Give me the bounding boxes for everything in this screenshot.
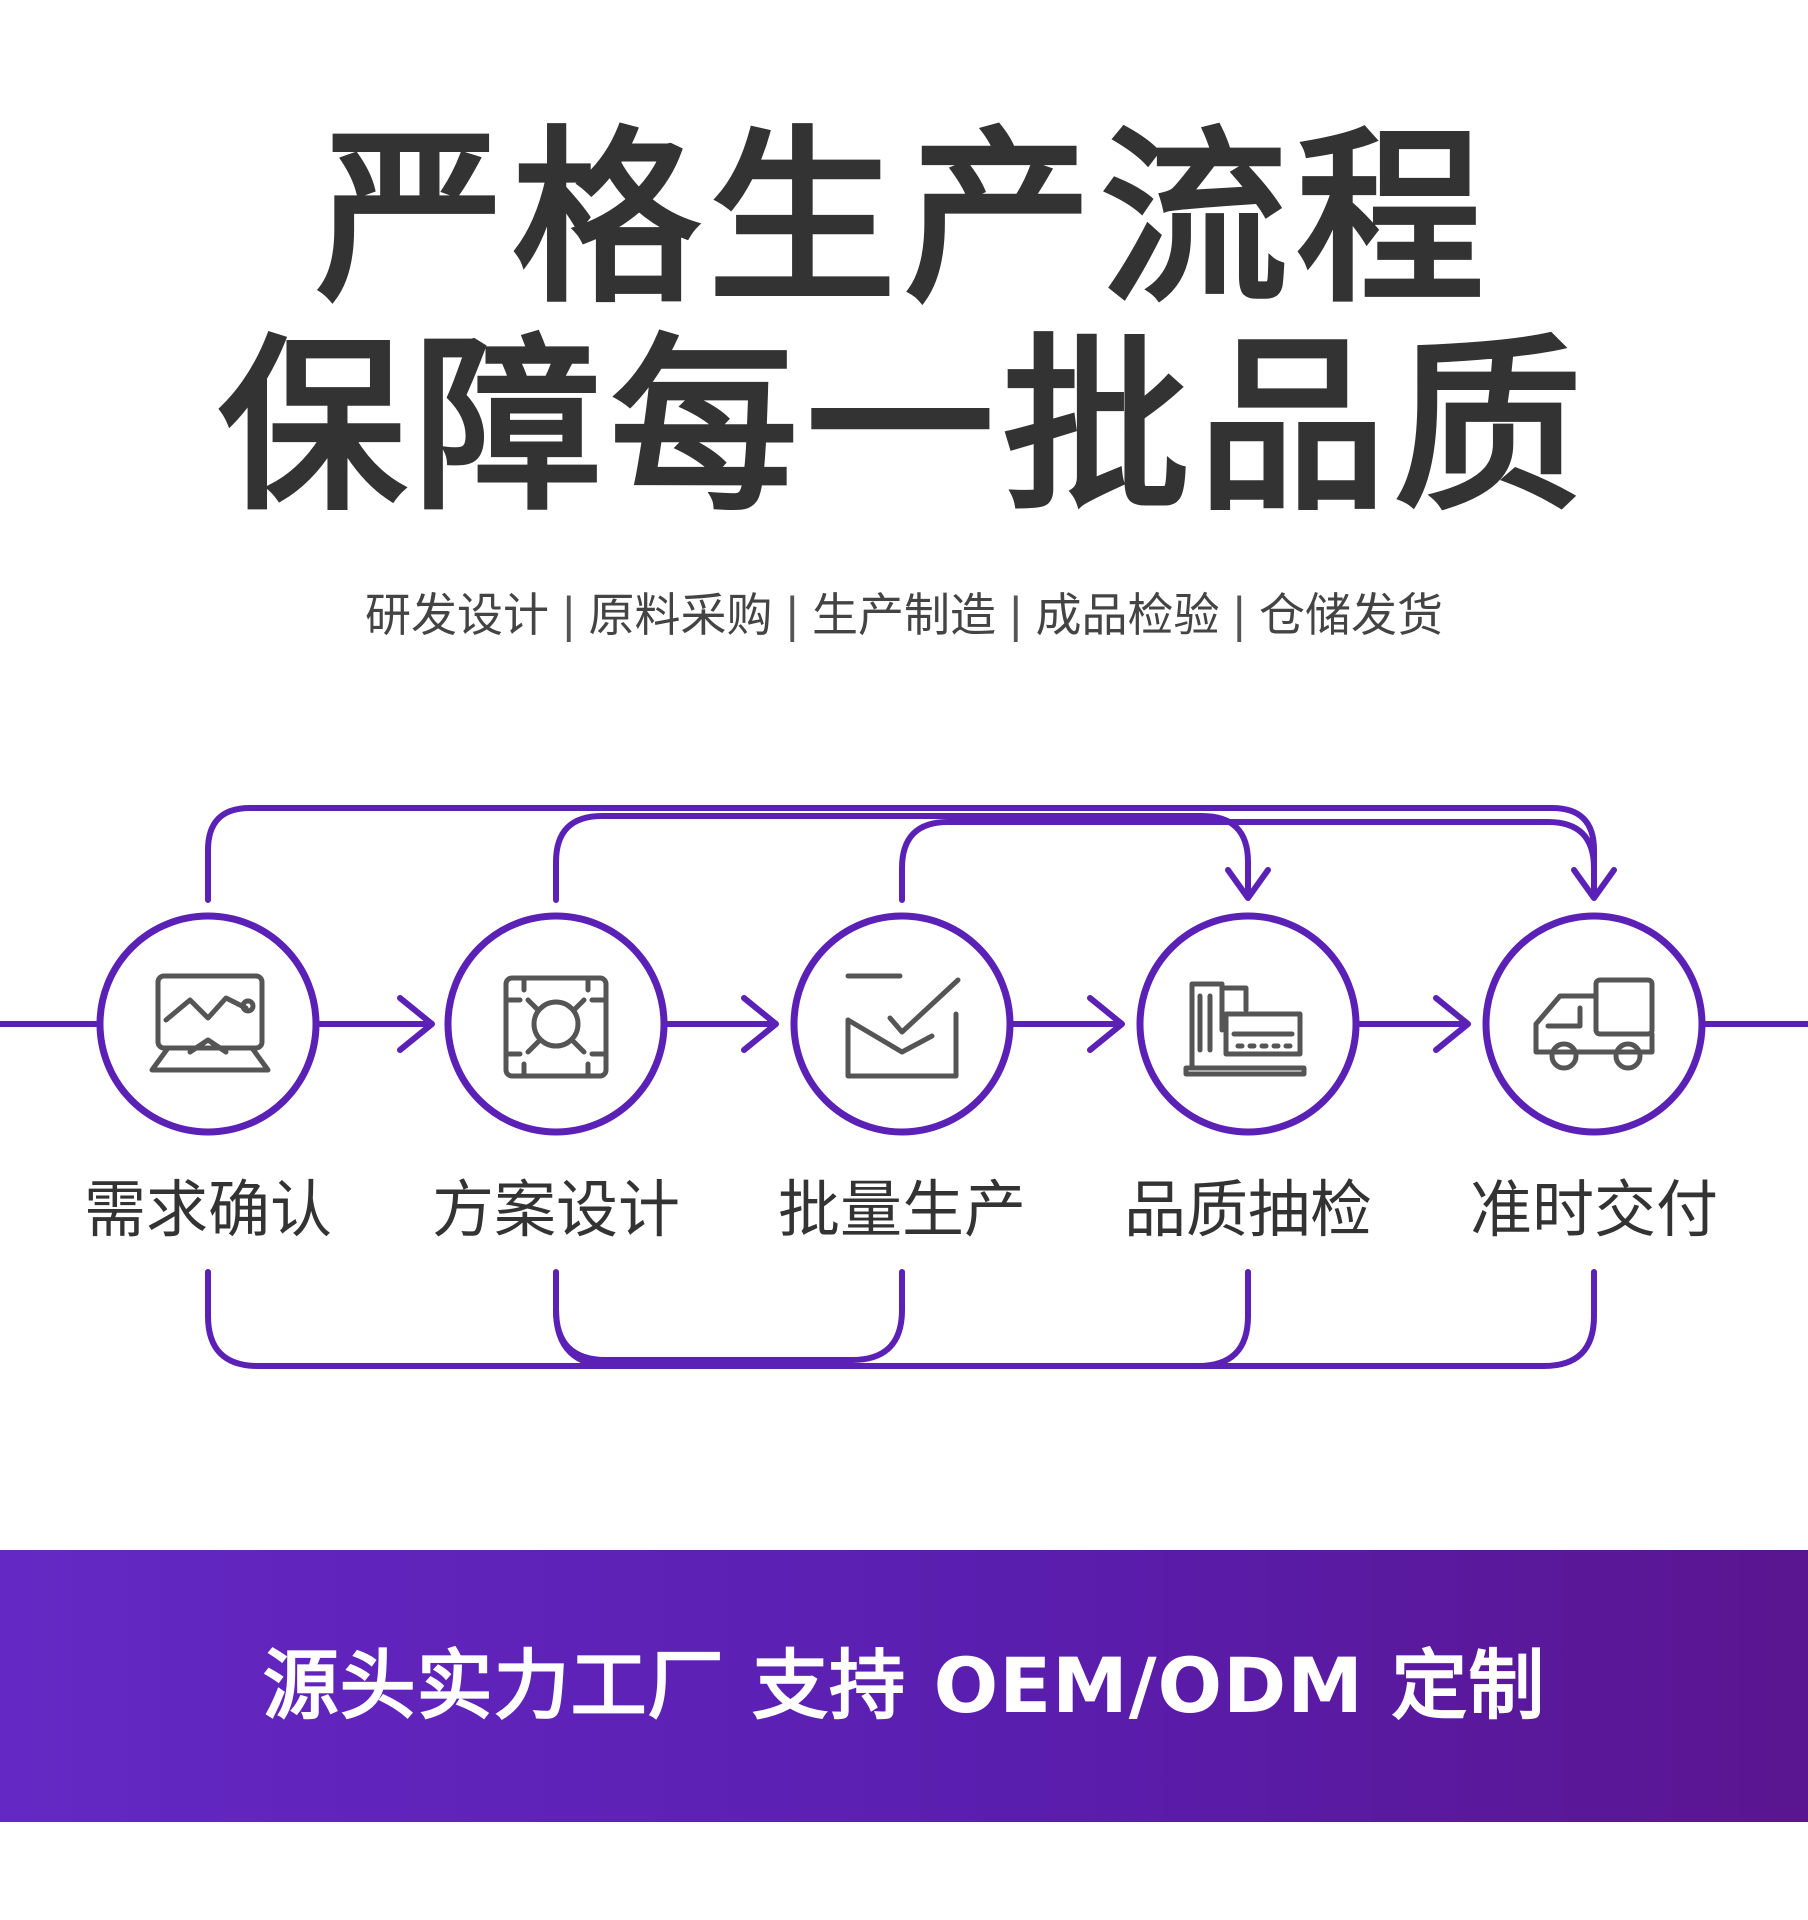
arrow-step1-to-step2 bbox=[315, 995, 435, 1053]
subtitle-item-shipping: 仓储发货 bbox=[1259, 588, 1443, 642]
delivery-truck-icon bbox=[1533, 977, 1655, 1071]
step-label-solution-design: 方案设计 bbox=[431, 1173, 680, 1246]
subtitle-separator: | bbox=[1008, 588, 1024, 642]
subtitle-separator: | bbox=[1231, 588, 1248, 642]
step-circle-3 bbox=[790, 912, 1014, 1136]
subtitle-separator: | bbox=[561, 588, 577, 642]
arrow-step4-to-step5 bbox=[1353, 995, 1471, 1053]
subtitle-item-materials: 原料采购 bbox=[588, 588, 773, 642]
process-subtitle: 研发设计|原料采购|生产制造|成品检验|仓储发货 bbox=[0, 584, 1808, 646]
subtitle-separator: | bbox=[784, 588, 801, 642]
subtitle-item-rd: 研发设计 bbox=[365, 588, 549, 642]
step-label-demand-confirmation: 需求确认 bbox=[83, 1173, 332, 1246]
top-loop-step3-to-step5 bbox=[899, 819, 1597, 903]
step-label-on-time-delivery: 准时交付 bbox=[1469, 1173, 1718, 1246]
top-loop-step1-to-step5 bbox=[205, 805, 1617, 903]
bottom-loop-step2-to-step4 bbox=[553, 1269, 1251, 1369]
monitor-chart-icon bbox=[149, 973, 271, 1073]
title-line-1: 严格生产流程 bbox=[316, 110, 1492, 329]
title-line-2: 保障每一批品质 bbox=[218, 318, 1590, 537]
arrow-step2-to-step3 bbox=[661, 995, 779, 1053]
step-circle-1 bbox=[96, 912, 320, 1136]
step-circle-4 bbox=[1136, 912, 1360, 1136]
banner-text: 源头实力工厂 支持 OEM/ODM 定制 bbox=[262, 1641, 1546, 1730]
design-blueprint-icon bbox=[503, 975, 609, 1079]
checkmark-tray-icon bbox=[845, 973, 961, 1079]
step-label-quality-sampling: 品质抽检 bbox=[1123, 1173, 1372, 1246]
bottom-banner: 源头实力工厂 支持 OEM/ODM 定制 bbox=[0, 1550, 1808, 1822]
subtitle-item-inspection: 成品检验 bbox=[1035, 588, 1220, 642]
subtitle-item-manufacturing: 生产制造 bbox=[812, 588, 996, 642]
arrow-step3-to-step4 bbox=[1007, 995, 1125, 1053]
bottom-loop-step2-to-step3 bbox=[553, 1269, 905, 1363]
factory-icon bbox=[1183, 981, 1307, 1077]
step-circle-2 bbox=[444, 912, 668, 1136]
step-label-mass-production: 批量生产 bbox=[777, 1173, 1026, 1246]
top-loop-step2-to-step4 bbox=[553, 813, 1271, 903]
